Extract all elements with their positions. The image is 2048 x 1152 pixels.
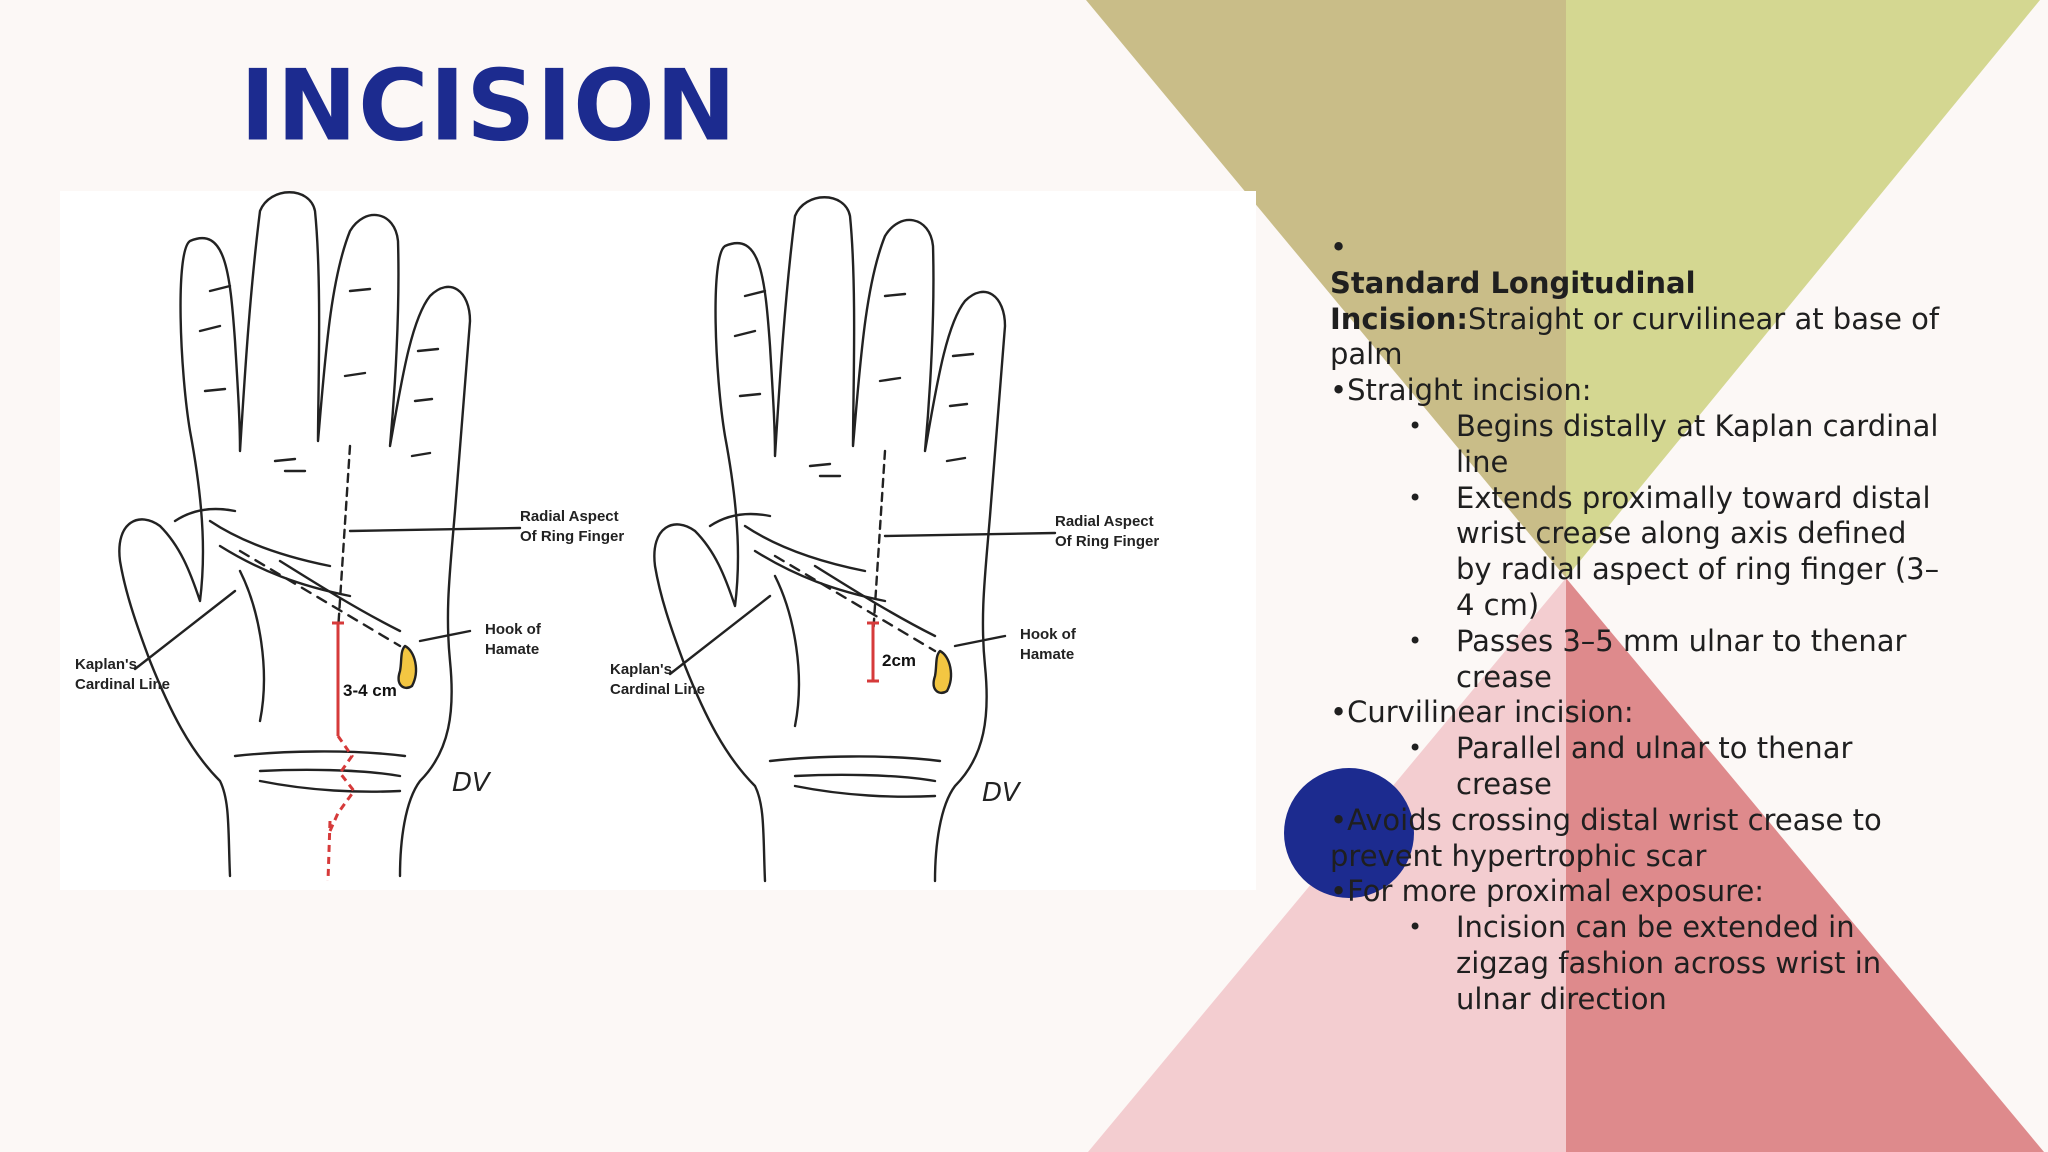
right-wrist-crease-1	[768, 755, 942, 763]
left-finger-crease-2	[273, 457, 307, 473]
heading-bold: Standard Longitudinal Incision:	[1330, 265, 1696, 336]
left-palm-crease-2	[218, 544, 352, 598]
left-thenar-crease	[238, 569, 266, 723]
curvilinear-item-1: • Parallel and ulnar to thenar crease	[1330, 731, 1950, 803]
right-hook-label-1: Hook of	[1020, 626, 1077, 643]
left-finger-crease-4	[198, 284, 232, 393]
left-kaplan-label-1: Kaplan's	[75, 656, 137, 673]
right-signature: DV	[982, 778, 1022, 808]
sub-bullet: •	[1408, 483, 1423, 512]
right-incision	[867, 621, 879, 683]
straight-item-text: Extends proximally toward distal wrist c…	[1456, 480, 1940, 622]
heading-rest: Straight or curvilinear at base of palm	[1330, 301, 1940, 372]
right-finger-crease-5	[945, 352, 975, 463]
left-radial-label-2: Of Ring Finger	[520, 528, 624, 545]
left-palm-crease-1	[208, 519, 332, 568]
left-hook-leader	[418, 629, 472, 643]
left-kaplan-label-2: Cardinal Line	[75, 676, 170, 693]
proximal-item-1: • Incision can be extended in zigzag fash…	[1330, 910, 1950, 1017]
right-radial-label-1: Radial Aspect	[1055, 513, 1154, 530]
left-incision	[326, 621, 356, 882]
right-radial-label-2: Of Ring Finger	[1055, 533, 1159, 550]
left-radial-leader	[348, 526, 522, 533]
left-wrist-crease-1	[233, 750, 407, 758]
straight-item-text: Begins distally at Kaplan cardinal line	[1456, 408, 1939, 479]
left-measure-label: 3-4 cm	[343, 681, 397, 700]
left-kaplan-leader	[133, 589, 237, 671]
right-finger-crease-4	[733, 289, 767, 398]
left-hamate	[397, 644, 418, 690]
left-hand-diagram	[118, 191, 522, 878]
left-wrist-crease-3	[258, 779, 402, 793]
right-wrist-crease-3	[793, 784, 937, 798]
left-hook-label-1: Hook of	[485, 621, 542, 638]
right-finger-crease-3	[878, 292, 907, 383]
right-kaplan-label-1: Kaplan's	[610, 661, 672, 678]
left-finger-crease-1	[173, 507, 237, 523]
right-hand-diagram	[653, 196, 1057, 883]
heading-paragraph: Standard Longitudinal Incision:Straight …	[1330, 266, 1950, 373]
incision-notes: • Standard Longitudinal Incision:Straigh…	[1330, 230, 1950, 1018]
left-signature: DV	[452, 768, 492, 798]
straight-item-text: Passes 3–5 mm ulnar to thenar crease	[1456, 623, 1907, 694]
curvilinear-item-text: Parallel and ulnar to thenar crease	[1456, 731, 1853, 801]
sub-bullet: •	[1408, 734, 1423, 763]
sub-bullet: •	[1408, 411, 1423, 440]
left-incision-dashed-end	[326, 820, 332, 882]
right-hamate	[932, 649, 953, 695]
slide-title: INCISION	[240, 48, 738, 164]
left-finger-crease-3	[343, 287, 372, 378]
right-wrist-crease-2	[793, 773, 937, 783]
right-radial-leader	[883, 531, 1057, 538]
left-hand-outline	[118, 191, 472, 878]
right-palm-crease-1	[743, 524, 867, 573]
right-palm-crease-3	[813, 564, 937, 638]
hand-incision-figure: Radial Aspect Of Ring Finger Hook of Ham…	[60, 191, 1256, 890]
right-finger-crease-2	[808, 462, 842, 478]
left-wrist-crease-2	[258, 768, 402, 778]
straight-heading: •Straight incision:	[1330, 373, 1592, 408]
left-radial-label-1: Radial Aspect	[520, 508, 619, 525]
straight-item-3: • Passes 3–5 mm ulnar to thenar crease	[1330, 624, 1950, 696]
right-hook-leader	[953, 634, 1007, 648]
lime-triangle	[1566, 0, 2040, 578]
right-kaplan-label-2: Cardinal Line	[610, 681, 705, 698]
proximal-heading: •For more proximal exposure:	[1330, 874, 1765, 909]
right-ring-axis-line	[871, 449, 887, 638]
right-hook-label-2: Hamate	[1020, 646, 1074, 663]
olive-triangle	[1086, 0, 1566, 578]
right-hand-outline	[653, 196, 1007, 883]
right-palm-crease-2	[753, 549, 887, 603]
proximal-item-text: Incision can be extended in zigzag fashi…	[1456, 910, 1882, 1016]
lead-bullet: •	[1330, 230, 1348, 264]
straight-item-1: • Begins distally at Kaplan cardinal line	[1330, 409, 1950, 481]
left-incision-zigzag	[328, 735, 356, 832]
avoids-line: •Avoids crossing distal wrist crease to …	[1330, 802, 1882, 873]
rose-triangle	[1566, 578, 2044, 1152]
straight-item-2: • Extends proximally toward distal wrist …	[1330, 481, 1950, 624]
left-hook-label-2: Hamate	[485, 641, 539, 658]
sub-bullet: •	[1408, 913, 1423, 942]
left-palm-crease-3	[278, 559, 402, 633]
right-finger-crease-1	[708, 512, 772, 528]
right-kaplan-leader	[668, 594, 772, 676]
right-measure-label: 2cm	[882, 651, 916, 670]
right-kaplan-line	[773, 554, 937, 653]
blue-dot	[1284, 768, 1414, 898]
left-finger-crease-5	[410, 347, 440, 458]
curvilinear-heading: •Curvilinear incision:	[1330, 695, 1634, 730]
sub-bullet: •	[1408, 626, 1423, 655]
right-thenar-crease	[773, 574, 801, 728]
left-ring-axis-line	[336, 444, 352, 633]
left-kaplan-line	[238, 549, 402, 648]
hand-diagrams: Radial Aspect Of Ring Finger Hook of Ham…	[75, 191, 1159, 883]
